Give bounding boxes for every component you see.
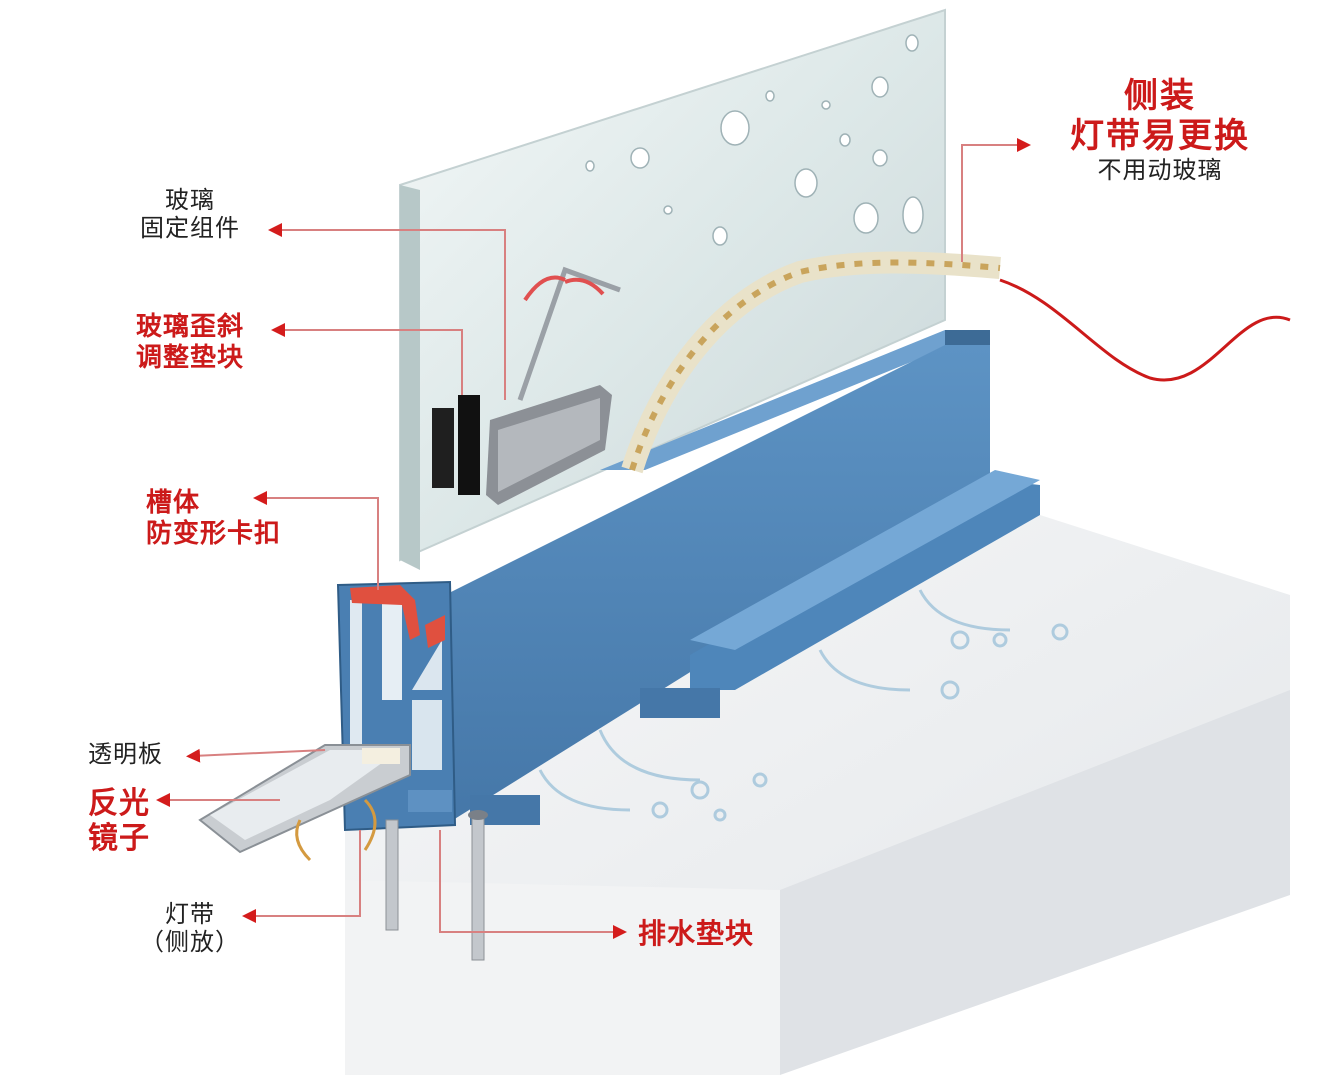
label-side-mount: 侧装 灯带易更换 不用动玻璃 xyxy=(1040,76,1280,185)
label-tilt-pad-line2: 调整垫块 xyxy=(136,342,245,373)
label-reflector: 反光 镜子 xyxy=(88,786,150,857)
water-splashes xyxy=(538,589,1069,822)
label-glass-fix-line1: 玻璃 xyxy=(165,186,215,214)
label-tilt-pad-line1: 玻璃歪斜 xyxy=(136,312,245,342)
label-reflector-line1: 反光 xyxy=(88,786,150,821)
side-light-trough xyxy=(198,744,411,862)
glass-fix-assembly xyxy=(432,266,621,505)
concrete-base xyxy=(345,515,1290,1075)
label-side-sub: 不用动玻璃 xyxy=(1097,156,1223,185)
label-led-line2: （侧放） xyxy=(140,928,240,957)
label-reflector-line2: 镜子 xyxy=(88,821,150,857)
label-side-line1: 侧装 xyxy=(1124,76,1196,116)
label-clear-panel: 透明板 xyxy=(88,740,163,768)
label-led-line1: 灯带 xyxy=(165,900,215,928)
label-anti-deform-clip: 槽体 防变形卡扣 xyxy=(146,488,281,549)
label-glass-fix-line2: 固定组件 xyxy=(140,214,240,243)
label-drain-pad: 排水垫块 xyxy=(638,917,755,950)
label-led-strip: 灯带 （侧放） xyxy=(140,900,240,957)
label-clip-line2: 防变形卡扣 xyxy=(146,518,282,549)
water-droplets xyxy=(585,34,924,246)
label-tilt-pad: 玻璃歪斜 调整垫块 xyxy=(136,312,244,373)
label-side-line2: 灯带易更换 xyxy=(1070,116,1250,157)
red-clip xyxy=(350,585,445,648)
led-strip xyxy=(621,251,1291,474)
label-clip-line1: 槽体 xyxy=(146,488,201,518)
anchor-bolts xyxy=(385,810,488,961)
leader-lines xyxy=(156,138,1031,939)
label-glass-fix: 玻璃 固定组件 xyxy=(140,186,240,243)
